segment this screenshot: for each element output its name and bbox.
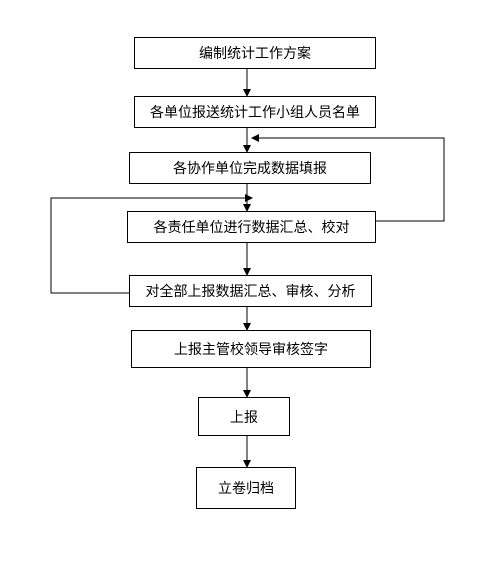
step-label-5: 对全部上报数据汇总、审核、分析	[145, 284, 356, 300]
step-label-3: 各协作单位完成数据填报	[173, 161, 327, 177]
step-label-6: 上报主管校领导审核签字	[174, 342, 328, 358]
step-label-2: 各单位报送统计工作小组人员名单	[150, 105, 360, 121]
step-label-8: 立卷归档	[218, 481, 274, 497]
loop-step5-to-step4	[50, 194, 253, 294]
step-box-3: 各协作单位完成数据填报	[129, 152, 371, 184]
step-label-7: 上报	[230, 409, 258, 426]
step-box-4: 各责任单位进行数据汇总、校对	[127, 211, 376, 243]
step-box-1: 编制统计工作方案	[134, 37, 376, 69]
step-box-6: 上报主管校领导审核签字	[131, 330, 371, 368]
step-box-2: 各单位报送统计工作小组人员名单	[134, 96, 376, 128]
step-box-7: 上报	[198, 397, 290, 436]
step-box-5: 对全部上报数据汇总、审核、分析	[129, 275, 372, 307]
step-label-1: 编制统计工作方案	[199, 46, 311, 62]
step-label-4: 各责任单位进行数据汇总、校对	[153, 220, 350, 236]
loop-step4-to-step3	[251, 134, 445, 222]
step-box-8: 立卷归档	[196, 467, 296, 509]
